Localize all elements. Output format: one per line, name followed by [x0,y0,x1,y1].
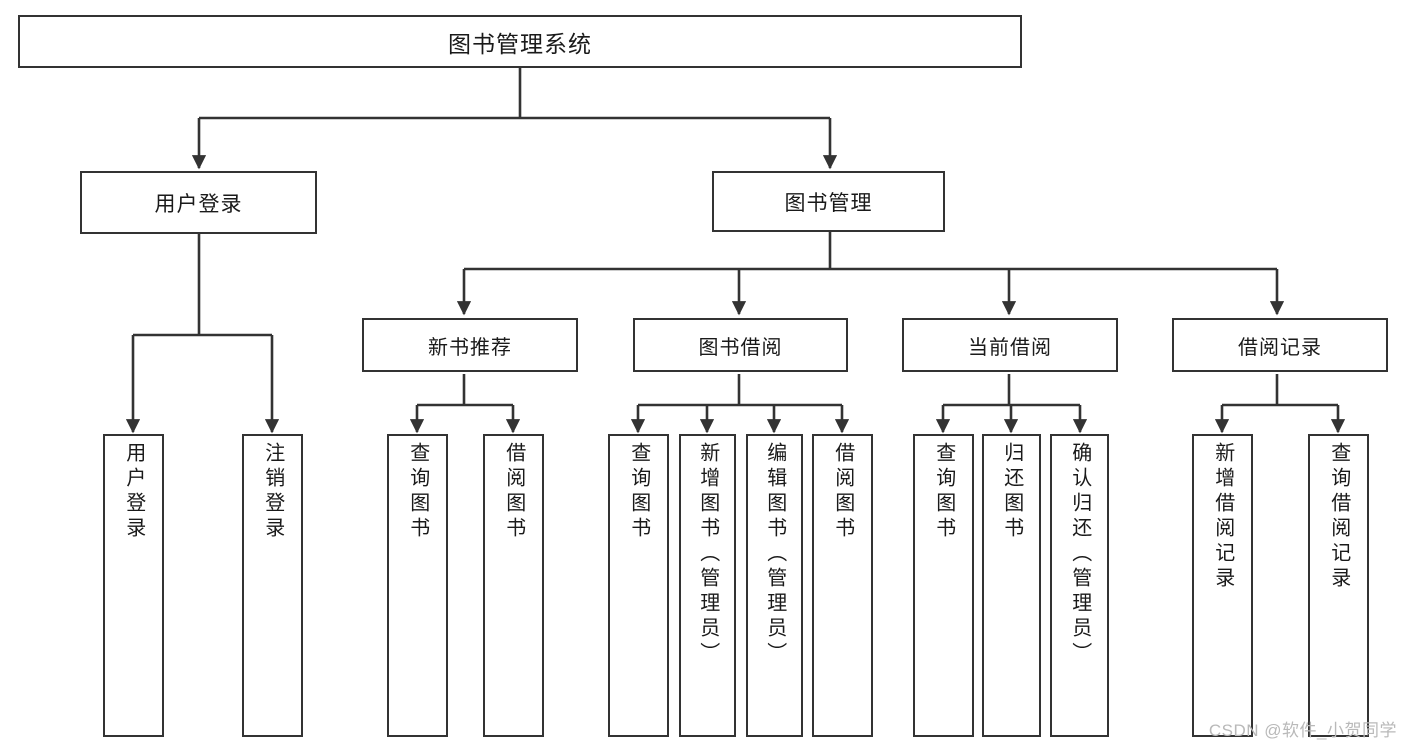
leaf-borrow-record-0[interactable]: 新增借阅记录 [1192,434,1253,737]
leaf-label: 借阅图书 [502,442,525,542]
leaf-label: 借阅图书 [831,442,854,542]
node-root-book-management-system[interactable]: 图书管理系统 [18,15,1022,68]
leaf-label: 用户登录 [122,442,145,542]
leaf-user-login-0[interactable]: 用户登录 [103,434,164,737]
node-user-login-label: 用户登录 [154,192,243,216]
leaf-label: 确认归还（管理员） [1068,442,1091,667]
watermark-text: CSDN @软件_小贺同学 [1208,721,1397,740]
node-new-book-recommend[interactable]: 新书推荐 [362,318,578,372]
leaf-label: 查询图书 [406,442,429,542]
leaf-label: 归还图书 [1000,442,1023,542]
leaf-label: 查询图书 [932,442,955,542]
leaf-book-borrow-3[interactable]: 借阅图书 [812,434,873,737]
node-book-borrow-label: 图书借阅 [698,336,783,359]
leaf-book-borrow-1[interactable]: 新增图书（管理员） [679,434,736,737]
leaf-current-borrow-0[interactable]: 查询图书 [913,434,974,737]
leaf-new-book-recommend-0[interactable]: 查询图书 [387,434,448,737]
node-book-management-label: 图书管理 [784,191,873,215]
node-book-management[interactable]: 图书管理 [712,171,945,232]
leaf-new-book-recommend-1[interactable]: 借阅图书 [483,434,544,737]
node-borrow-record-label: 借阅记录 [1238,336,1322,359]
leaf-current-borrow-1[interactable]: 归还图书 [982,434,1041,737]
leaf-label: 注销登录 [261,442,284,542]
node-root-label: 图书管理系统 [448,30,592,57]
node-user-login[interactable]: 用户登录 [80,171,317,234]
node-current-borrow-label: 当前借阅 [968,336,1052,359]
node-book-borrow[interactable]: 图书借阅 [633,318,848,372]
node-new-book-recommend-label: 新书推荐 [428,336,512,359]
node-borrow-record[interactable]: 借阅记录 [1172,318,1388,372]
leaf-label: 新增图书（管理员） [696,442,719,667]
leaf-borrow-record-1[interactable]: 查询借阅记录 [1308,434,1369,737]
leaf-current-borrow-2[interactable]: 确认归还（管理员） [1050,434,1109,737]
leaf-book-borrow-0[interactable]: 查询图书 [608,434,669,737]
leaf-label: 编辑图书（管理员） [763,442,786,667]
leaf-label: 新增借阅记录 [1211,442,1234,592]
leaf-book-borrow-2[interactable]: 编辑图书（管理员） [746,434,803,737]
node-current-borrow[interactable]: 当前借阅 [902,318,1118,372]
leaf-label: 查询图书 [627,442,650,542]
leaf-user-login-1[interactable]: 注销登录 [242,434,303,737]
leaf-label: 查询借阅记录 [1327,442,1350,592]
